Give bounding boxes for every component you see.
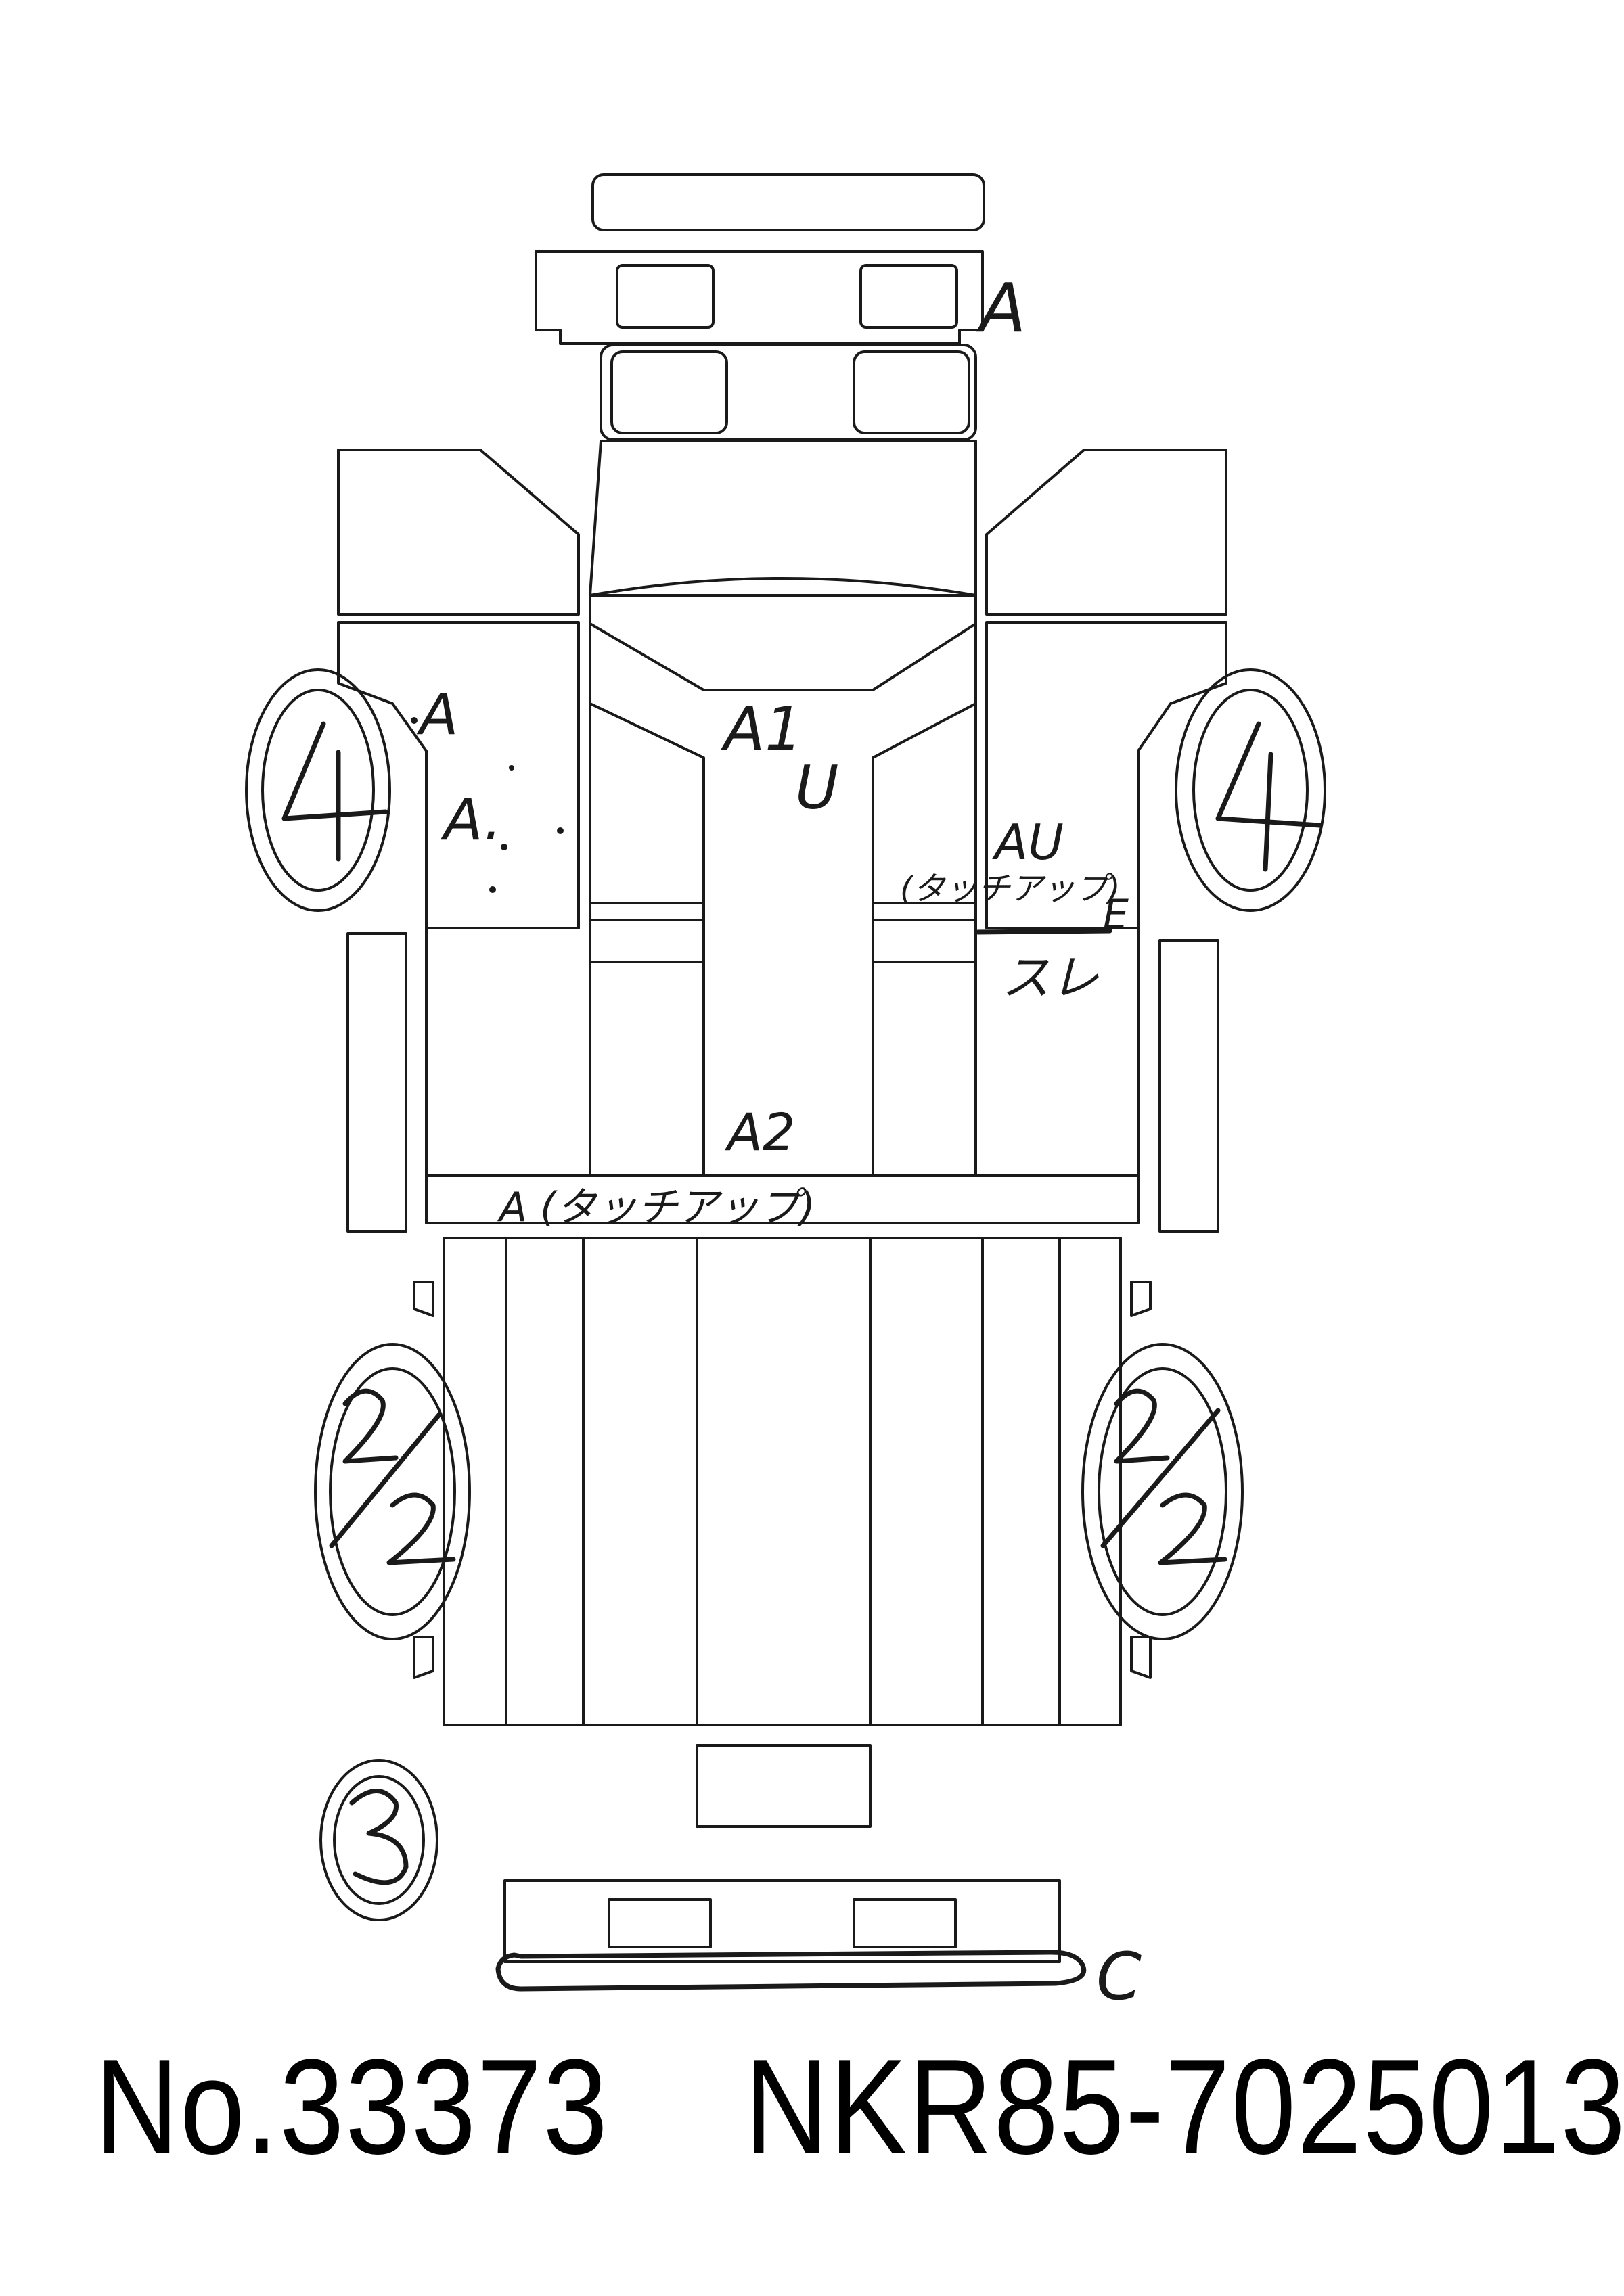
side-steps [346,932,1219,1233]
annotation-cab-roof-u: U [795,753,838,823]
annotation-right-door-scratch: スレ [1001,949,1099,1006]
annotation-right-door-touchup: (タッチアップ) [900,870,1120,908]
annotation-rear-cross-member: A (タッチアップ) [497,1184,815,1231]
cab-body [425,624,1140,1223]
annotation-left-cab-upper: A [416,681,458,748]
annotation-left-cab-lower: A. [441,786,502,852]
rear-hitch-block [696,1744,872,1828]
left-door [337,449,580,929]
spare-tire [319,1759,438,1921]
windshield-frame [600,344,977,441]
front-grille [535,250,984,345]
annotation-frame-center: A2 [724,1102,795,1162]
tire-rear-left [314,1343,471,1640]
chassis-number: NKR85-7025013 [744,2031,1624,2182]
record-number: No.33373 [95,2031,609,2182]
tire-rear-right [1081,1343,1244,1640]
cargo-bed [413,1237,1152,1726]
annotation-cab-roof-a: A1 [721,694,803,764]
tire-front-right [1175,668,1326,912]
annotation-front-bumper: A [976,269,1026,348]
front-bumper-top [591,173,985,231]
right-door [985,449,1227,929]
cab-roof [589,440,977,691]
tire-front-left [245,668,391,912]
stray-marks [411,717,564,893]
rear-cab-cross-member [425,1174,1140,1224]
rear-bumper [495,1879,1086,1992]
annotation-right-door-au: AU [992,814,1064,871]
annotation-right-door-underline [975,928,1112,935]
annotation-rear-bumper: C [1096,1939,1142,2015]
